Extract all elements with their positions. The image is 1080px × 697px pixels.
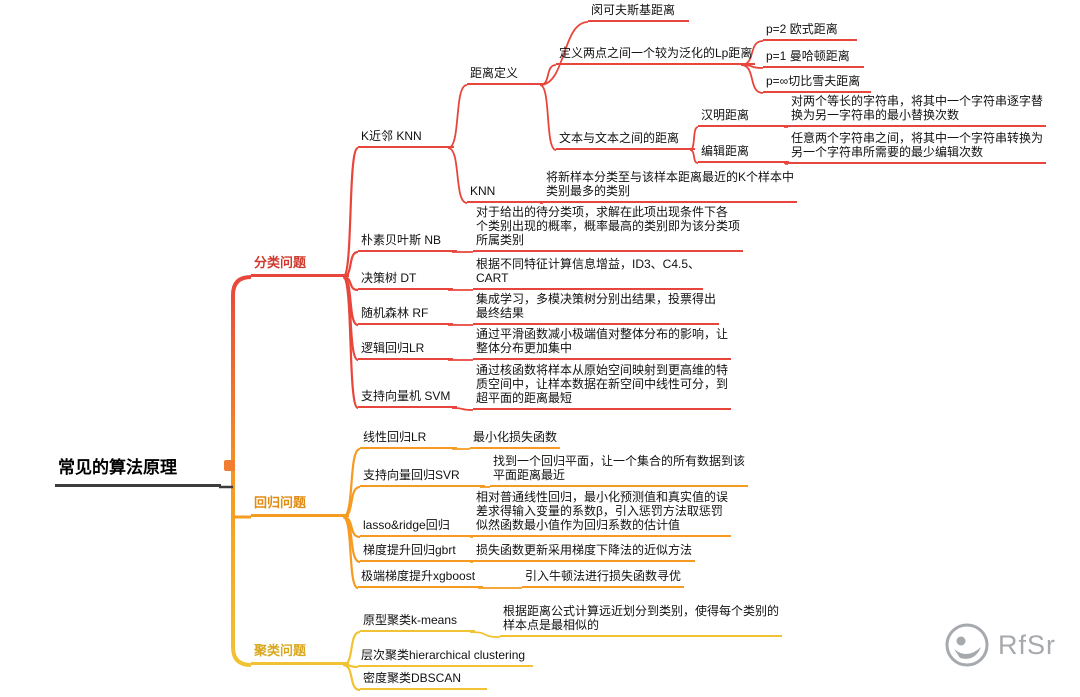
watermark-text: RfSr [998, 629, 1056, 660]
connector-line [740, 64, 764, 94]
node-svm[interactable]: 支持向量机 SVM [358, 389, 457, 408]
connector-line [342, 663, 359, 669]
node-root[interactable]: 常见的算法原理 [55, 458, 221, 487]
node-gbrt[interactable]: 梯度提升回归gbrt [360, 543, 475, 562]
connector-line [740, 64, 764, 69]
connector-line [689, 149, 699, 164]
node-classification[interactable]: 分类问题 [251, 255, 349, 277]
node-decision-tree[interactable]: 决策树 DT [358, 271, 453, 290]
connector-line [341, 275, 360, 362]
node-kmeans[interactable]: 原型聚类k-means [360, 613, 475, 632]
connector-line [447, 147, 468, 204]
connector-line [469, 631, 501, 638]
desc-naive-bayes[interactable]: 对于给出的待分类项，求解在此项出现条件下各 个类别出现的概率，概率最高的类别即为… [473, 205, 744, 252]
node-logistic-regression[interactable]: 逻辑回归LR [358, 341, 453, 360]
desc-svm[interactable]: 通过核函数将样本从原始空间映射到更高维的特 质空间中，让样本数据在新空间中线性可… [473, 363, 732, 410]
node-knn-branch[interactable]: K近邻 KNN [358, 129, 454, 148]
connector-line [342, 275, 359, 292]
desc-gbrt[interactable]: 损失函数更新采用梯度下降法的近似方法 [473, 543, 696, 562]
connector-line [341, 275, 360, 410]
node-random-forest[interactable]: 随机森林 RF [358, 306, 453, 325]
node-clustering[interactable]: 聚类问题 [251, 643, 349, 665]
desc-lasso-ridge[interactable]: 相对普通线性回归，最小化预测值和真实值的误 差求得输入变量的系数β，引入惩罚方法… [473, 490, 732, 537]
node-linear-regression[interactable]: 线性回归LR [360, 430, 457, 449]
root-collapse-handle[interactable] [224, 460, 235, 471]
node-naive-bayes[interactable]: 朴素贝叶斯 NB [358, 233, 457, 252]
node-hamming-distance[interactable]: 汉明距离 [698, 108, 789, 127]
desc-random-forest[interactable]: 集成学习，多模决策树分别出结果，投票得出 最终结果 [473, 292, 720, 325]
node-dbscan[interactable]: 密度聚类DBSCAN [360, 671, 487, 690]
node-knn[interactable]: KNN [467, 184, 545, 203]
desc-hamming-distance[interactable]: 对两个等长的字符串，将其中一个字符串逐字替 换为另一字符串的最小替换次数 [788, 94, 1047, 127]
node-pinf-chebyshev[interactable]: p=∞切比雪夫距离 [763, 74, 871, 93]
node-lp-distance[interactable]: 定义两点之间一个较为泛化的Lp距离 [556, 46, 756, 65]
node-p2-euclidean[interactable]: p=2 欧式距离 [763, 22, 857, 41]
desc-knn[interactable]: 将新样本分类至与该样本距离最近的K个样本中 类别最多的类别 [543, 170, 798, 203]
node-p1-manhattan[interactable]: p=1 曼哈顿距离 [763, 49, 864, 68]
connector-line [342, 275, 359, 327]
node-regression[interactable]: 回归问题 [251, 495, 349, 517]
node-lasso-ridge[interactable]: lasso&ridge回归 [360, 518, 475, 537]
node-hierarchical-clustering[interactable]: 层次聚类hierarchical clustering [358, 648, 533, 667]
desc-kmeans[interactable]: 根据距离公式计算远近划分到类别，使得每个类别的 样本点是最相似的 [500, 604, 783, 637]
node-minkowski-distance[interactable]: 闵可夫斯基距离 [588, 3, 689, 22]
connector-line [451, 407, 474, 411]
desc-xgboost[interactable]: 引入牛顿法进行损失函数寻优 [522, 569, 685, 588]
watermark-logo [945, 623, 989, 667]
connector-line [342, 515, 359, 590]
desc-logistic-regression[interactable]: 通过平滑函数减小极端值对整体分布的影响，让 整体分布更加集中 [473, 327, 732, 360]
watermark: RfSr [944, 622, 1056, 668]
node-distance-definition[interactable]: 距离定义 [467, 66, 545, 85]
connector-line [342, 515, 361, 564]
connector-line [342, 515, 361, 539]
desc-edit-distance[interactable]: 任意两个字符串之间，将其中一个字符串转换为 另一个字符串所需要的最少编辑次数 [788, 131, 1047, 164]
trunk-line [231, 275, 252, 667]
node-edit-distance[interactable]: 编辑距离 [698, 144, 789, 163]
desc-decision-tree[interactable]: 根据不同特征计算信息增益，ID3、C4.5、 CART [473, 257, 704, 290]
connector-line [539, 84, 557, 151]
node-xgboost[interactable]: 极端梯度提升xgboost [358, 569, 483, 588]
node-text-distance[interactable]: 文本与文本之间的距离 [556, 131, 695, 150]
desc-linear-regression[interactable]: 最小化损失函数 [470, 430, 561, 449]
desc-svr[interactable]: 找到一个回归平面，让一个集合的所有数据到该 平面距离最近 [490, 454, 749, 487]
node-svr[interactable]: 支持向量回归SVR [360, 468, 485, 487]
connector-line [342, 663, 361, 692]
